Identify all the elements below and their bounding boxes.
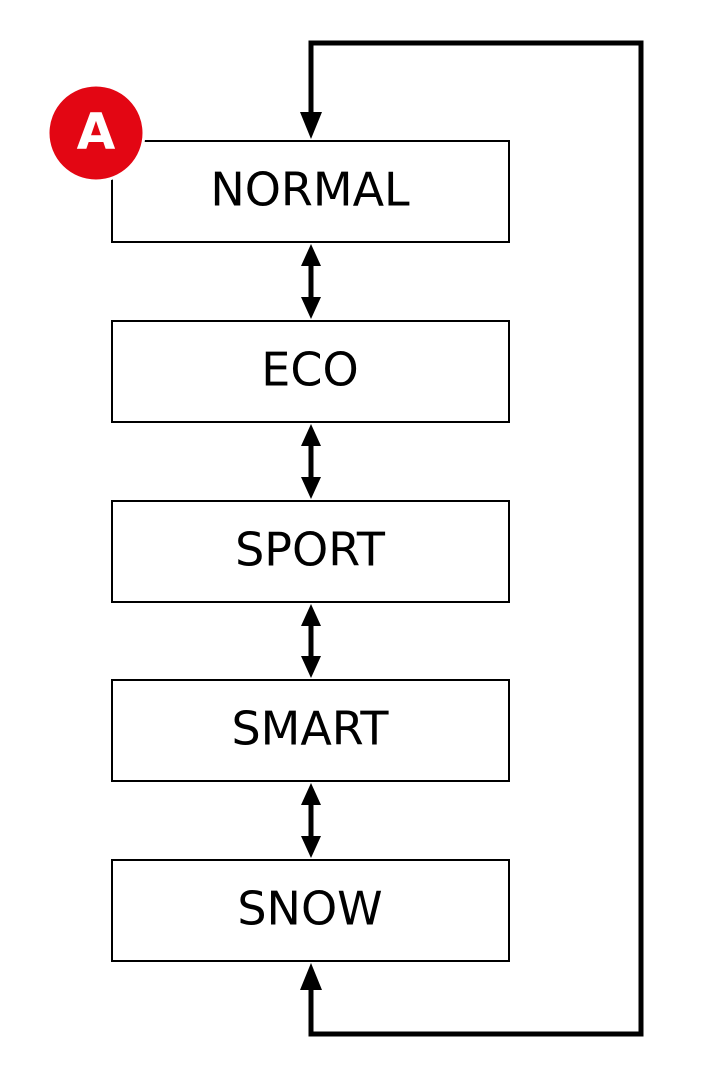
double-arrow-eco-sport [301,424,321,499]
callout-badge: A [46,83,146,183]
mode-snow-box [111,859,510,962]
mode-eco-label: ECO [261,343,358,397]
mode-smart-label: SMART [231,702,389,756]
mode-eco-box [111,320,510,423]
mode-sport: SPORT [111,500,510,603]
arrowhead-down-into-normal [300,112,322,139]
mode-snow: SNOW [111,859,510,962]
mode-eco: ECO [111,320,510,423]
mode-smart-box [111,679,510,782]
double-arrow-normal-eco [301,244,321,319]
mode-smart: SMART [111,679,510,782]
mode-sport-box [111,500,510,603]
arrowhead-up-into-snow [300,963,322,990]
mode-sport-label: SPORT [235,523,386,577]
double-arrow-smart-snow [301,783,321,858]
double-arrow-sport-smart [301,604,321,678]
mode-normal: NORMAL [111,140,510,243]
callout-badge-circle [46,83,146,183]
mode-normal-box [111,140,510,243]
mode-normal-label: NORMAL [210,163,410,217]
callout-badge-label: A [77,103,116,161]
mode-snow-label: SNOW [237,882,382,936]
loop-arrow-snow-to-normal [300,40,644,1037]
